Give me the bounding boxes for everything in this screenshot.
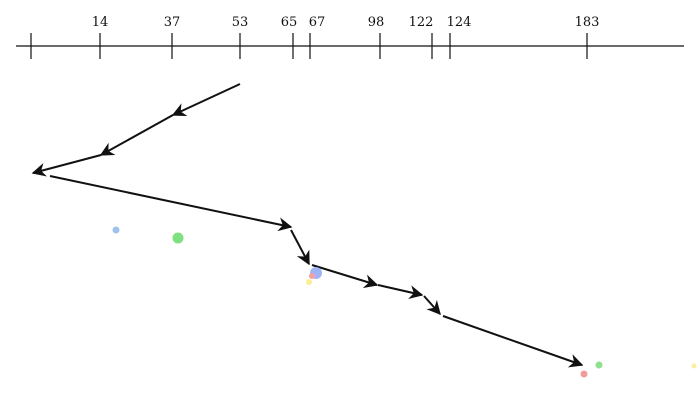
- tick-label-124: 124: [447, 15, 472, 30]
- path-arrow-98-to-122: [377, 284, 424, 300]
- dot-green-bottom: [595, 361, 603, 369]
- tick-label-122: 122: [409, 15, 434, 30]
- path-arrow-53-to-37a: [171, 83, 241, 117]
- path-arrow-65-to-67: [290, 229, 310, 266]
- tick-label-14: 14: [92, 15, 109, 30]
- dot-yellow-edge: [691, 363, 697, 369]
- dot-red-cluster: [309, 273, 315, 279]
- dot-red-bottom: [580, 370, 588, 378]
- tick-label-183: 183: [575, 15, 600, 30]
- tick-label-37: 37: [164, 15, 181, 30]
- path-arrow-14-to-0: [31, 154, 102, 177]
- tick-label-98: 98: [368, 15, 385, 30]
- path-arrow-124-to-183: [442, 315, 584, 368]
- tick-label-67: 67: [309, 15, 326, 30]
- dot-blue-small: [112, 226, 120, 234]
- path-arrow-37-to-14: [99, 114, 174, 156]
- tick-label-65: 65: [281, 15, 298, 30]
- path-arrow-67-to-98: [311, 264, 379, 288]
- dot-green-large: [172, 232, 184, 244]
- path-arrow-0-to-65: [49, 175, 293, 232]
- dot-yellow-cluster: [306, 279, 312, 285]
- tick-label-53: 53: [232, 15, 249, 30]
- path-arrow-122-to-124: [423, 295, 441, 316]
